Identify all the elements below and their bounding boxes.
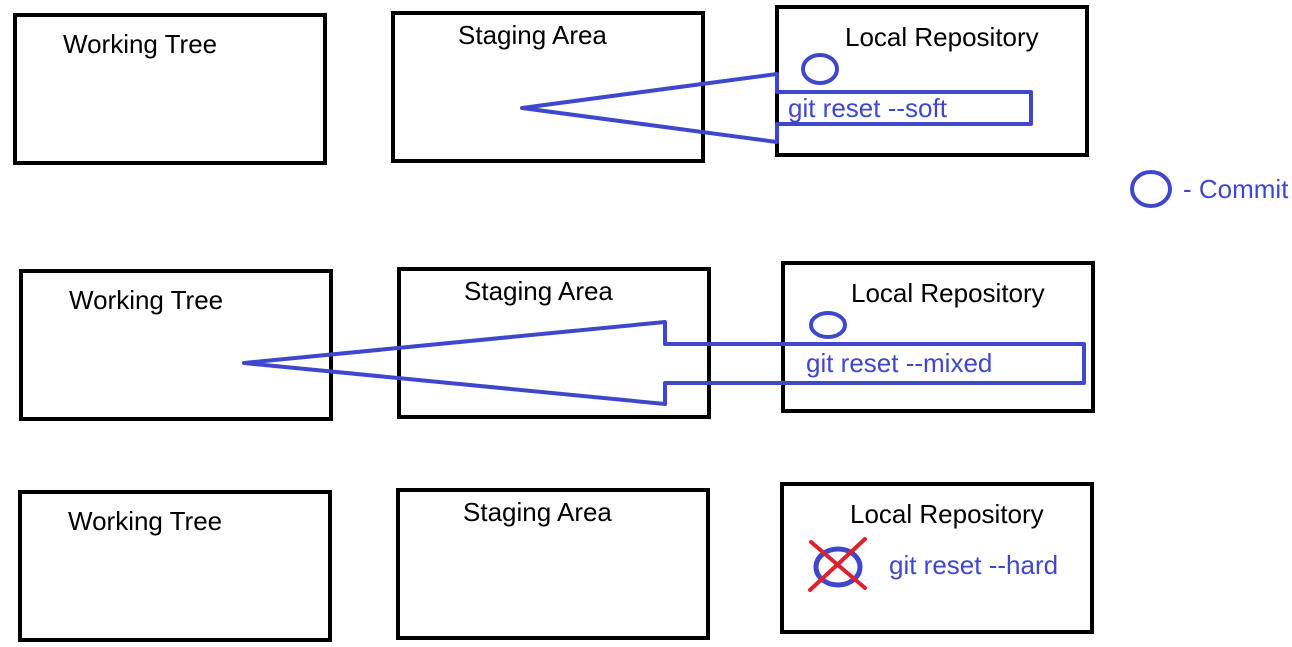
row2-commit-icon: [809, 311, 847, 339]
row2-reset-arrow: [242, 320, 1086, 406]
row1-local-repository-label: Local Repository: [845, 22, 1039, 52]
row2-local-repository-box: [781, 261, 1095, 413]
row3-staging-area-label: Staging Area: [463, 497, 612, 527]
legend-commit-label: - Commit: [1183, 174, 1289, 204]
row2-command-label: git reset --mixed: [806, 348, 993, 378]
row2-working-tree-label: Working Tree: [69, 285, 224, 315]
row3-cross-icon: [808, 537, 867, 592]
row1-working-tree-box: [13, 13, 327, 165]
row3-working-tree-box: [18, 490, 332, 642]
row3-commit-icon: [813, 546, 863, 588]
row1-staging-area-box: [391, 11, 705, 163]
row3-command-label: git reset --hard: [889, 550, 1059, 580]
row1-working-tree-label: Working Tree: [63, 29, 218, 59]
row1-command-label: git reset --soft: [788, 93, 947, 123]
row3-local-repository-label: Local Repository: [850, 499, 1044, 529]
row1-commit-icon: [801, 53, 839, 85]
row1-staging-area-label: Staging Area: [458, 20, 607, 50]
row3-local-repository-box: [780, 482, 1094, 634]
row1-reset-arrow: [520, 72, 1033, 144]
row2-working-tree-box: [19, 269, 333, 421]
legend-commit-icon: [1130, 170, 1172, 208]
row3-working-tree-label: Working Tree: [68, 506, 223, 536]
row3-staging-area-box: [396, 488, 710, 640]
row2-local-repository-label: Local Repository: [851, 278, 1045, 308]
row2-staging-area-label: Staging Area: [464, 276, 613, 306]
